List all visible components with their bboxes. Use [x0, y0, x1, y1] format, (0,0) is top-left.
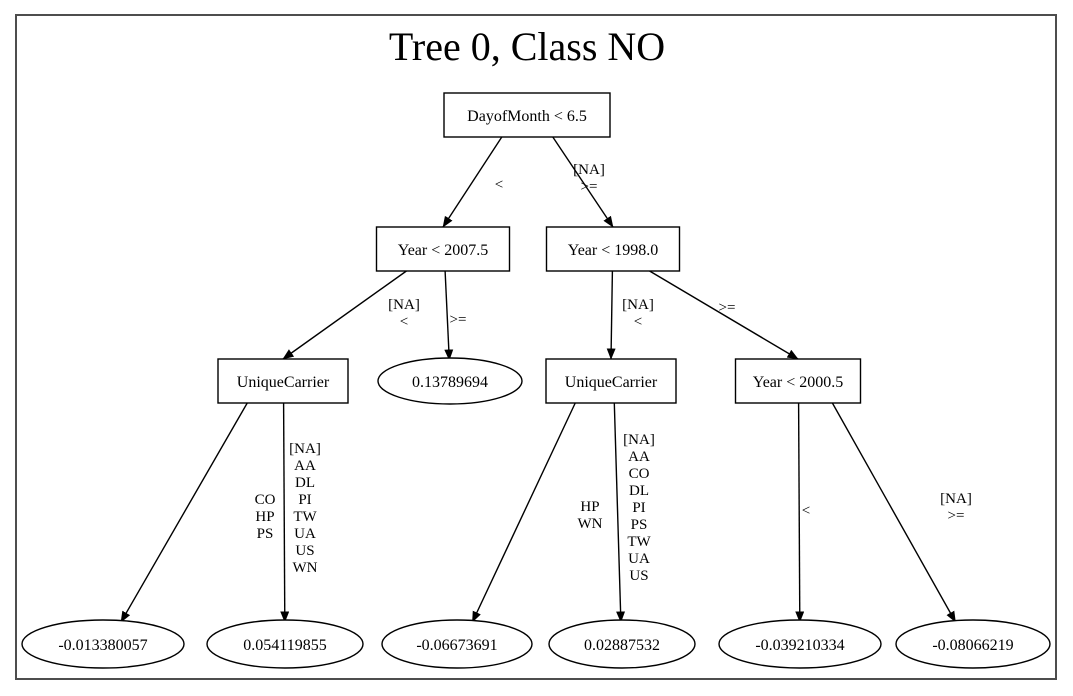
node-label: UniqueCarrier — [565, 374, 658, 391]
node-box — [217, 358, 349, 404]
leaf-value-label: -0.08066219 — [932, 637, 1013, 654]
leaf-value-label: -0.013380057 — [58, 637, 147, 654]
tree-edge-n6-l7 — [831, 402, 957, 623]
leaf-ellipse — [895, 619, 1051, 669]
split-node-n2[interactable]: Year < 1998.0 — [545, 226, 681, 272]
leaf-node-l6[interactable]: -0.039210334 — [718, 619, 882, 669]
edge-label-n0-n2: [NA]>= — [573, 162, 605, 195]
node-label: UniqueCarrier — [237, 374, 330, 391]
node-label: Year < 2007.5 — [398, 242, 489, 259]
leaf-value-label: -0.06673691 — [416, 637, 497, 654]
leaf-value-label: 0.02887532 — [584, 637, 660, 654]
edge-label-n6-l7: [NA]>= — [940, 491, 972, 524]
leaf-value-label: 0.054119855 — [243, 637, 326, 654]
leaf-node-l7[interactable]: -0.08066219 — [895, 619, 1051, 669]
leaf-ellipse — [206, 619, 364, 669]
node-box — [443, 92, 611, 138]
leaf-value-label: -0.039210334 — [755, 637, 844, 654]
tree-edge-n1-n3 — [282, 270, 407, 360]
tree-edge-n0-n1 — [442, 136, 503, 228]
leaf-node-l5[interactable]: 0.02887532 — [548, 619, 696, 669]
edge-label-n0-n1: < — [495, 177, 503, 193]
split-node-n5[interactable]: UniqueCarrier — [545, 358, 677, 404]
tree-edge-n5-l3 — [471, 402, 576, 623]
node-label: DayofMonth < 6.5 — [467, 108, 587, 125]
leaf-ellipse — [377, 357, 523, 405]
diagram-border-frame — [15, 14, 1057, 680]
tree-edge-n5-l5 — [613, 402, 626, 623]
tree-edge-n6-l6 — [795, 402, 805, 623]
split-node-n0[interactable]: DayofMonth < 6.5 — [443, 92, 611, 138]
node-box — [545, 358, 677, 404]
leaf-ellipse — [381, 619, 533, 669]
node-label: Year < 1998.0 — [568, 242, 659, 259]
node-box — [545, 226, 681, 272]
leaf-node-l1[interactable]: -0.013380057 — [21, 619, 185, 669]
edge-label-n2-n5: [NA]< — [622, 297, 654, 330]
tree-edge-n3-l1 — [120, 402, 248, 623]
edge-label-n2-n6: >= — [719, 300, 736, 316]
page-title: Tree 0, Class NO — [389, 24, 665, 69]
split-node-n6[interactable]: Year < 2000.5 — [734, 358, 862, 404]
leaf-ellipse — [21, 619, 185, 669]
tree-edge-n2-n5 — [606, 270, 616, 360]
leaf-ellipse — [718, 619, 882, 669]
leaf-node-l2[interactable]: 0.054119855 — [206, 619, 364, 669]
edge-label-n1-n3: [NA]< — [388, 297, 420, 330]
node-box — [734, 358, 862, 404]
leaf-ellipse — [548, 619, 696, 669]
edge-label-n1-l4: >= — [450, 312, 467, 328]
leaf-value-label: 0.13789694 — [412, 374, 488, 391]
node-label: Year < 2000.5 — [753, 374, 844, 391]
split-node-n3[interactable]: UniqueCarrier — [217, 358, 349, 404]
split-node-n1[interactable]: Year < 2007.5 — [375, 226, 511, 272]
leaf-node-l4[interactable]: 0.13789694 — [377, 357, 523, 405]
tree-edge-n1-l4 — [444, 270, 454, 361]
edge-label-n6-l6: < — [802, 503, 810, 519]
tree-edge-n3-l2 — [280, 402, 290, 623]
edges-layer — [120, 136, 957, 623]
leaf-node-l3[interactable]: -0.06673691 — [381, 619, 533, 669]
node-box — [375, 226, 511, 272]
tree-edge-n0-n2 — [552, 136, 614, 228]
tree-edge-n2-n6 — [649, 270, 799, 360]
